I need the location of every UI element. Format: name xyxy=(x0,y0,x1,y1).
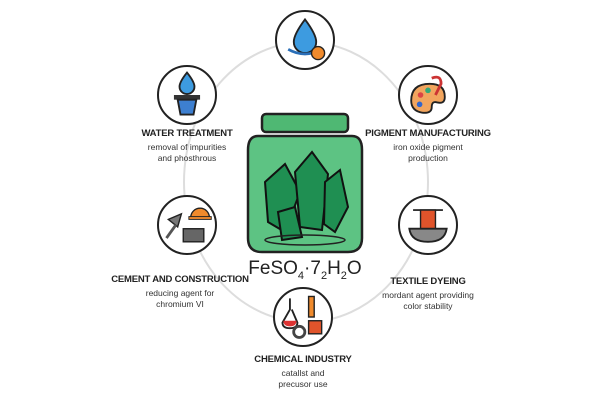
application-pigment-manufacturing: PIGMENT MANUFACTURING iron oxide pigment… xyxy=(338,128,518,164)
application-title: PIGMENT MANUFACTURING xyxy=(365,128,491,139)
application-title: CEMENT AND CONSTRUCTION xyxy=(111,274,249,285)
application-title: WATER TREATMENT xyxy=(141,128,233,139)
chemical-formula: FeSO4·72H2O xyxy=(248,258,362,282)
application-cement-and-construction: CEMENT AND CONSTRUCTION reducing agent f… xyxy=(90,274,270,310)
jar-with-crystals-icon xyxy=(246,112,364,254)
water-filter-icon xyxy=(157,65,217,125)
water-drop-icon xyxy=(275,10,335,70)
paint-palette-icon xyxy=(398,65,458,125)
construction-icon xyxy=(157,195,217,255)
application-title: CHEMICAL INDUSTRY xyxy=(254,354,352,365)
lab-flask-icon xyxy=(273,287,333,347)
dye-bath-icon xyxy=(398,195,458,255)
application-title: TEXTILE DYEING xyxy=(390,276,466,287)
